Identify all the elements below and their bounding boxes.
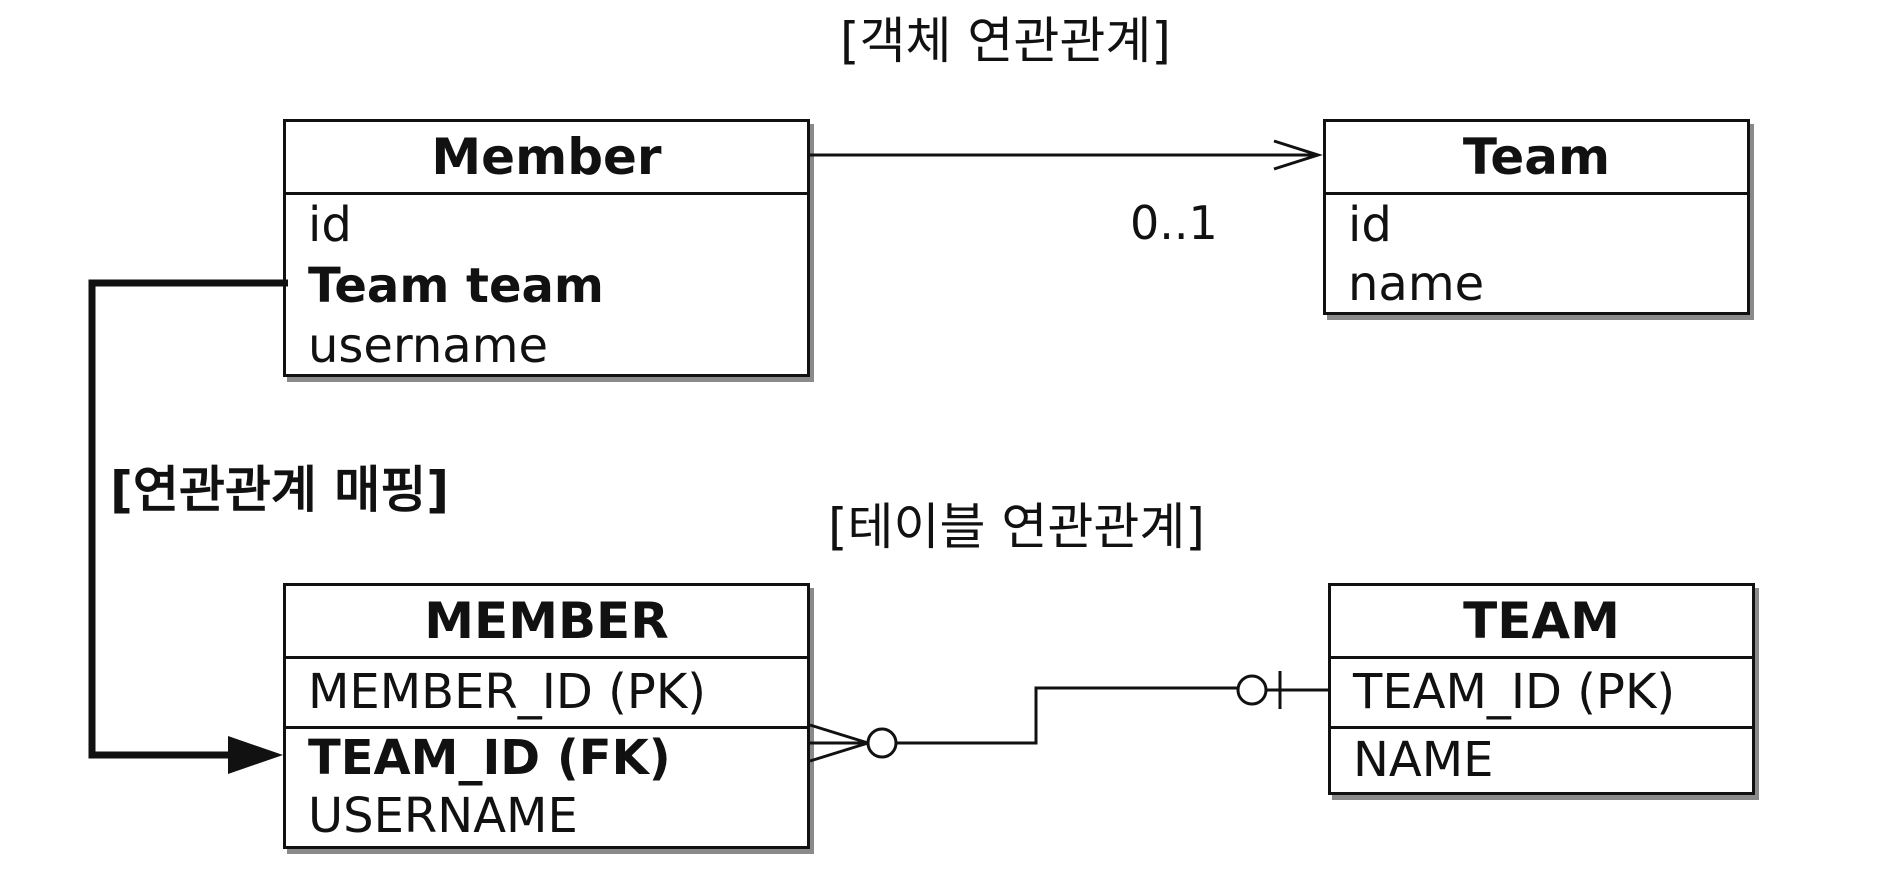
mapping-label: [연관관계 매핑]	[110, 461, 450, 519]
member-field-id: id	[308, 197, 352, 253]
team-class-box: Team id name	[1323, 119, 1750, 315]
team-field-name: name	[1348, 256, 1485, 312]
mapping-arrow	[88, 279, 288, 774]
table-relation-heading: [테이블 연관관계]	[828, 498, 1205, 556]
zero-or-one-icon	[1236, 671, 1328, 709]
member-field-username: username	[308, 318, 548, 374]
member-table-title: MEMBER	[286, 586, 807, 659]
association-arrow	[810, 139, 1323, 171]
member-field-team: Team team	[308, 258, 604, 314]
team-field-id: id	[1348, 197, 1392, 253]
object-relation-heading: [객체 연관관계]	[840, 12, 1171, 70]
team-table-box: TEAM TEAM_ID (PK) NAME	[1328, 583, 1755, 795]
member-column-member-id: MEMBER_ID (PK)	[286, 659, 807, 729]
table-relationship-line	[896, 686, 1238, 745]
member-table-box: MEMBER MEMBER_ID (PK) TEAM_ID (FK) USERN…	[283, 583, 810, 849]
crows-foot-zero-many-icon	[809, 723, 898, 763]
team-column-name: NAME	[1353, 732, 1494, 788]
member-class-title: Member	[286, 122, 807, 195]
member-column-team-id: TEAM_ID (FK)	[308, 730, 671, 786]
member-column-username: USERNAME	[308, 788, 578, 844]
team-class-title: Team	[1326, 122, 1747, 195]
team-table-title: TEAM	[1331, 586, 1752, 659]
multiplicity-label: 0..1	[1130, 196, 1218, 250]
mapping-arrowhead-icon	[228, 736, 283, 774]
member-class-box: Member id Team team username	[283, 119, 810, 377]
team-column-team-id: TEAM_ID (PK)	[1331, 659, 1752, 729]
